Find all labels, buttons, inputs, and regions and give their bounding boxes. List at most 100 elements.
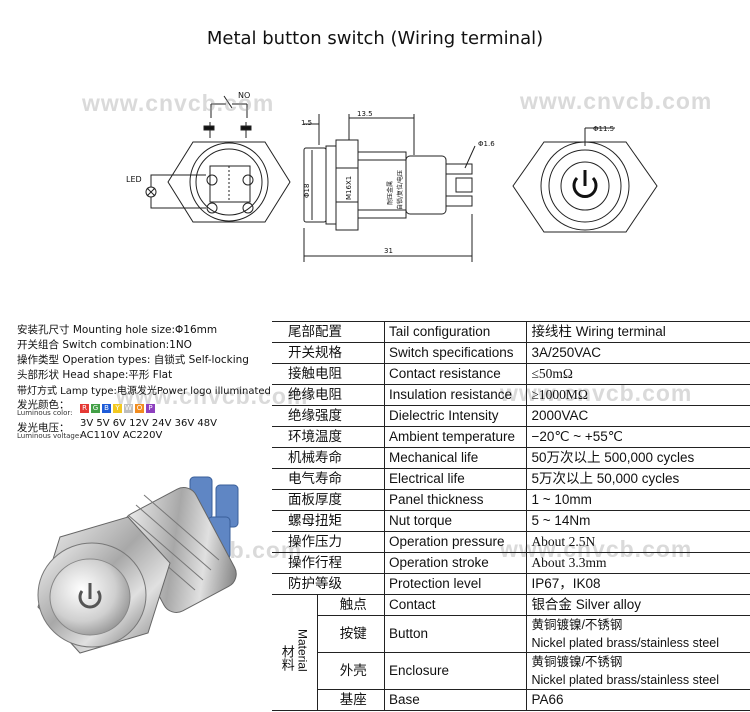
dim-13-5: 13.5 <box>357 110 373 118</box>
material-value-line1: 黄铜镀镍/不锈钢 <box>531 655 623 669</box>
dim-thread: M16X1 <box>345 176 353 200</box>
material-part-en: Base <box>384 689 528 711</box>
watermark: www.cnvcb.com <box>520 88 713 114</box>
param-name-cn: 电气寿命 <box>272 468 385 490</box>
color-swatch: W <box>124 404 133 413</box>
material-value-line1: PA66 <box>531 692 564 707</box>
dim-1-5: 1.5 <box>301 119 312 127</box>
dim-31: 31 <box>384 247 393 255</box>
param-value: About 3.3mm <box>526 552 750 574</box>
spec-head: 头部形状 Head shape:平形 Flat <box>17 369 173 381</box>
param-name-cn: 接触电阻 <box>272 363 385 385</box>
material-label-en: Material <box>295 628 310 672</box>
param-name-en: Dielectric Intensity <box>384 405 528 427</box>
param-name-cn: 绝缘强度 <box>272 405 385 427</box>
watermark: www.cnvcb.com <box>82 90 275 116</box>
param-name-en: Panel thickness <box>384 489 528 511</box>
dim-phi18: Φ18 <box>303 184 311 198</box>
param-value: 50万次以上 500,000 cycles <box>526 447 750 469</box>
param-name-cn: 螺母扭矩 <box>272 510 385 532</box>
param-name-cn: 操作压力 <box>272 531 385 553</box>
material-part-en: Contact <box>384 594 528 616</box>
rear-view-drawing <box>145 95 291 223</box>
param-value: About 2.5N <box>526 531 750 553</box>
param-name-en: Insulation resistance <box>384 384 528 406</box>
param-name-cn: 开关规格 <box>272 342 385 364</box>
param-value: 1 ~ 10mm <box>526 489 750 511</box>
param-value: 3A/250VAC <box>526 342 750 364</box>
spec-color-cn: 发光颜色： <box>17 399 70 411</box>
param-name-en: Switch specifications <box>384 342 528 364</box>
spec-voltage-line1: 3V 5V 6V 12V 24V 36V 48V <box>80 418 217 429</box>
dim-phi11-5: Φ11.5 <box>593 125 614 133</box>
spec-voltage-en: Luminous voltage: <box>17 432 82 440</box>
param-value: 2000VAC <box>526 405 750 427</box>
spec-operation: 操作类型 Operation types: 自锁式 Self-locking <box>17 354 249 366</box>
product-photo <box>37 476 239 654</box>
material-value-line2: Nickel plated brass/stainless steel <box>531 673 720 687</box>
param-value: 5万次以上 50,000 cycles <box>526 468 750 490</box>
material-part-cn: 基座 <box>317 689 385 711</box>
param-name-cn: 尾部配置 <box>272 321 385 343</box>
material-value: PA66 <box>526 689 750 711</box>
param-value: IP67，IK08 <box>526 573 750 595</box>
param-name-en: Operation pressure <box>384 531 528 553</box>
spec-lamp: 带灯方式 Lamp type:电源发光Power logo illuminate… <box>17 386 271 397</box>
material-value-line2: Nickel plated brass/stainless steel <box>531 636 720 650</box>
technical-drawing: NO LED 1.5 13.5 <box>126 91 658 262</box>
material-value-line1: 银合金 Silver alloy <box>531 597 641 612</box>
param-value: 接线柱 Wiring terminal <box>526 321 750 343</box>
param-value: ≥1000MΩ <box>526 384 750 406</box>
color-swatch: Y <box>113 404 122 413</box>
param-name-cn: 环境温度 <box>272 426 385 448</box>
material-part-cn: 外壳 <box>317 652 385 690</box>
material-label-cn: 材料 <box>279 645 295 672</box>
led-label: LED <box>126 175 142 184</box>
material-part-en: Enclosure <box>384 652 528 690</box>
param-name-cn: 防护等级 <box>272 573 385 595</box>
material-value: 黄铜镀镍/不锈钢 Nickel plated brass/stainless st… <box>526 652 750 690</box>
material-part-cn: 触点 <box>317 594 385 616</box>
side-view-drawing <box>303 114 476 262</box>
color-swatch: B <box>102 404 111 413</box>
material-value-line1: 黄铜镀镍/不锈钢 <box>531 618 623 632</box>
param-name-cn: 机械寿命 <box>272 447 385 469</box>
color-swatch: O <box>135 404 144 413</box>
material-part-en: Button <box>384 615 528 653</box>
param-name-en: Mechanical life <box>384 447 528 469</box>
param-name-cn: 绝缘电阻 <box>272 384 385 406</box>
spec-voltage-cn: 发光电压： <box>17 422 70 434</box>
page-title: Metal button switch (Wiring terminal) <box>206 28 544 49</box>
spec-mounting: 安装孔尺寸 Mounting hole size:Φ16mm <box>17 324 218 336</box>
body-text-1: 耐压金属 <box>386 181 394 205</box>
color-swatch: R <box>80 404 89 413</box>
param-name-cn: 操作行程 <box>272 552 385 574</box>
body-text-2: 自锁/复位/电压 <box>396 170 404 210</box>
color-swatch: P <box>146 404 155 413</box>
power-icon <box>572 170 598 198</box>
param-name-en: Nut torque <box>384 510 528 532</box>
param-name-en: Ambient temperature <box>384 426 528 448</box>
spec-voltage-line2: AC110V AC220V <box>80 430 163 441</box>
spec-combination: 开关组合 Switch combination:1NO <box>17 339 192 351</box>
param-name-en: Protection level <box>384 573 528 595</box>
param-value: −20℃ ~ +55℃ <box>526 426 750 448</box>
dim-phi1-6: Φ1.6 <box>478 140 495 148</box>
no-label: NO <box>238 91 250 100</box>
spec-color-en: Luminous color: <box>17 409 73 417</box>
param-name-cn: 面板厚度 <box>272 489 385 511</box>
